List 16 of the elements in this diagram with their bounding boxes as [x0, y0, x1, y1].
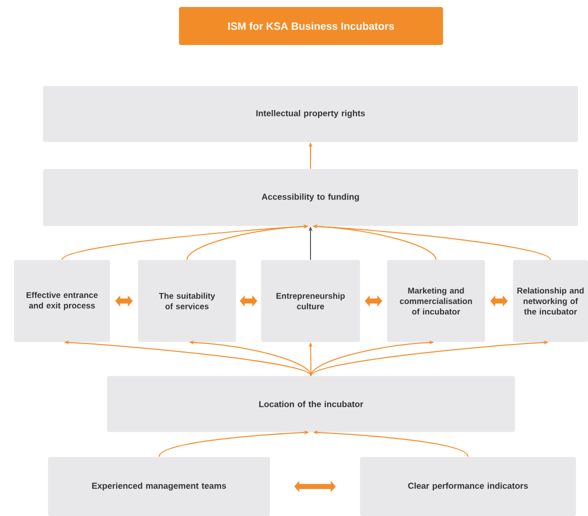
- factor-box: Experienced management teams: [48, 457, 270, 516]
- arrow: [490, 295, 508, 307]
- factor-box: Relationship and networking of the incubator: [513, 260, 588, 342]
- factor-box: Clear performance indicators: [360, 457, 576, 516]
- factor-box: Location of the incubator: [107, 376, 515, 432]
- arrow: [115, 295, 133, 307]
- factor-box: Entrepreneurship culture: [261, 260, 360, 342]
- arrow: [294, 480, 336, 492]
- factor-box: Intellectual property rights: [43, 86, 578, 142]
- factor-box: Marketing and commercialisation of incubator: [387, 260, 485, 342]
- arrow: [240, 295, 258, 307]
- arrow: [364, 295, 382, 307]
- factor-box: The suitability of services: [138, 260, 236, 342]
- factor-box: Accessibility to funding: [43, 169, 578, 226]
- title-banner: ISM for KSA Business Incubators: [179, 7, 443, 45]
- factor-box: Effective entrance and exit process: [14, 260, 110, 342]
